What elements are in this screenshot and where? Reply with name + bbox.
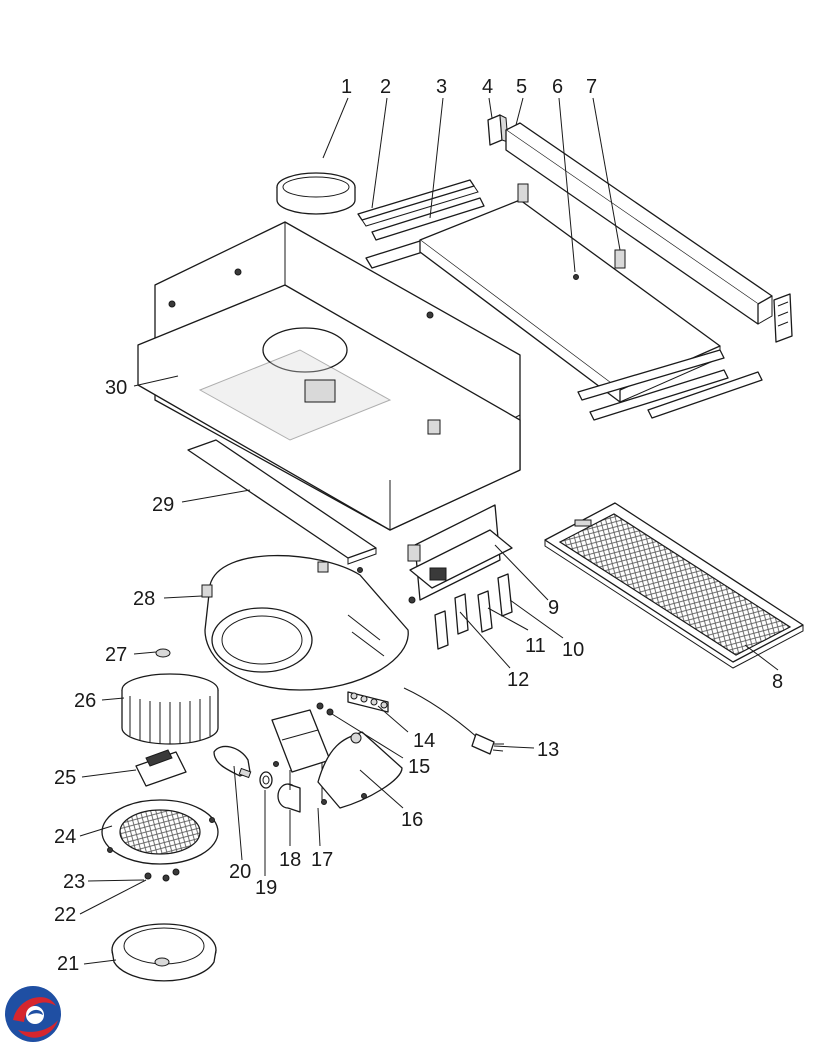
part-27-nut [155,648,171,658]
leader-lines [79,97,779,965]
label-21: 21 [57,953,79,975]
part-15-screws [316,702,334,716]
label-17: 17 [311,849,333,871]
label-12: 12 [507,669,529,691]
label-26: 26 [74,690,96,712]
label-30: 30 [105,377,127,399]
part-20-bulb [213,745,252,779]
part-26-fan-wheel [121,673,219,745]
label-9: 9 [548,597,559,619]
label-14: 14 [413,730,435,752]
part-19-washer [259,771,273,789]
label-18: 18 [279,849,301,871]
label-29: 29 [152,494,174,516]
label-3: 3 [436,76,447,98]
label-13: 13 [537,739,559,761]
label-16: 16 [401,809,423,831]
part-8-grease-filter [544,502,804,669]
lower-telescopic-rails [577,349,763,421]
part-18-lamp-holder [277,783,301,813]
part-1-duct-collar [276,172,356,215]
label-7: 7 [586,76,597,98]
part-28-blower-housing [201,554,409,691]
label-28: 28 [133,588,155,610]
label-20: 20 [229,861,251,883]
part-21-lamp-cover [111,923,217,982]
label-8: 8 [772,671,783,693]
part-5-channel-profile [505,122,773,325]
part-24-motor-plate [101,799,219,865]
label-11: 11 [525,635,546,657]
part-number-labels: 1 2 3 4 5 6 7 8 9 10 11 12 13 14 15 16 1… [54,76,783,975]
label-5: 5 [516,76,527,98]
part-13-power-cord-plug [403,687,504,755]
part-25-capacitor-box [135,749,187,787]
label-6: 6 [552,76,563,98]
part-14-terminal-block [347,691,389,713]
right-end-cap [773,293,793,343]
label-15: 15 [408,756,430,778]
label-19: 19 [255,877,277,899]
part-29-front-panel [187,439,377,573]
label-27: 27 [105,644,127,666]
part-4-clip [487,114,509,146]
label-1: 1 [341,76,352,98]
label-4: 4 [482,76,493,98]
label-22: 22 [54,904,76,926]
part-6-7-sliding-tray [419,183,721,403]
label-24: 24 [54,826,76,848]
label-23: 23 [63,871,85,893]
label-25: 25 [54,767,76,789]
parts-9-12-control-bracket [407,504,513,650]
circular-swirl-logo-icon [5,986,61,1042]
parts-22-23-screws [144,868,180,882]
part-30-hood-body [137,221,521,531]
label-10: 10 [562,639,584,661]
label-2: 2 [380,76,391,98]
